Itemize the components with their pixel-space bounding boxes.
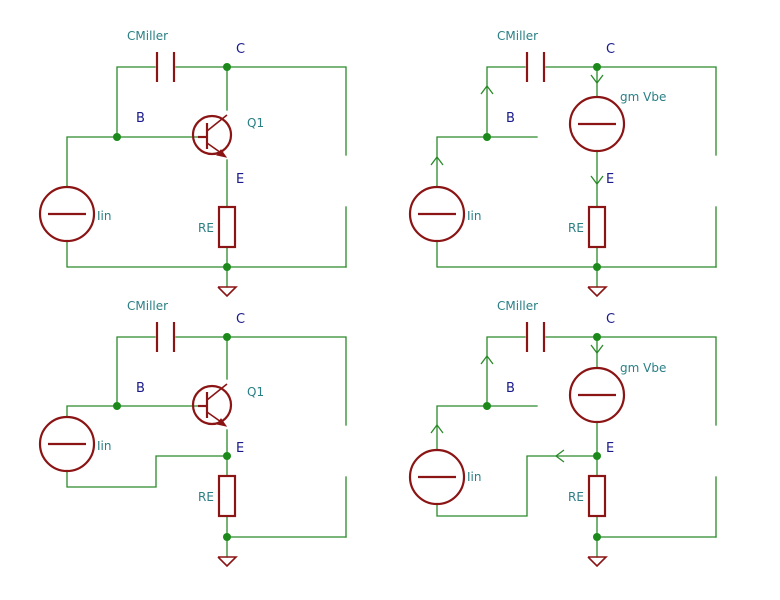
panel-bottom-right: CMiller gm Vbe Iin RE C B E <box>408 299 717 568</box>
current-source-label: Iin <box>467 470 481 484</box>
resistor-re <box>217 205 237 249</box>
node-c-label: C <box>236 312 245 327</box>
resistor-label: RE <box>198 221 214 235</box>
ground-symbol <box>587 556 608 568</box>
wires <box>66 66 347 288</box>
junction-dots <box>483 333 601 541</box>
panel-bottom-left: CMiller Q1 Iin RE C B E <box>38 299 347 568</box>
current-source-gm-vbe <box>568 95 626 153</box>
panel-top-right: CMiller gm Vbe Iin RE C B E <box>408 29 717 298</box>
current-source-gm-vbe <box>568 366 626 424</box>
resistor-label: RE <box>198 490 214 504</box>
node-e-label: E <box>606 441 614 456</box>
current-source-iin <box>38 185 96 243</box>
transistor-label: Q1 <box>247 385 264 399</box>
direction-arrows <box>430 344 604 463</box>
node-c-label: C <box>606 42 615 57</box>
direction-arrows <box>430 74 604 186</box>
capacitor-cmiller <box>155 322 176 352</box>
capacitor-cmiller <box>525 322 546 352</box>
capacitor-label: CMiller <box>497 29 538 43</box>
ground-symbol <box>217 286 238 298</box>
current-source-label: Iin <box>467 209 481 223</box>
transistor-q1 <box>191 383 233 427</box>
resistor-re <box>217 474 237 518</box>
node-e-label: E <box>606 172 614 187</box>
current-source-label: Iin <box>97 439 111 453</box>
current-source-iin <box>408 448 466 506</box>
resistor-label: RE <box>568 490 584 504</box>
ground-symbol <box>217 556 238 568</box>
resistor-re <box>587 205 607 249</box>
wires <box>66 336 347 558</box>
node-e-label: E <box>236 441 244 456</box>
current-source-iin <box>408 185 466 243</box>
junction-dots <box>483 63 601 271</box>
current-source-label: Iin <box>97 209 111 223</box>
gm-source-label: gm Vbe <box>620 361 666 375</box>
node-b-label: B <box>506 111 515 126</box>
wires <box>436 66 717 288</box>
capacitor-cmiller <box>525 52 546 82</box>
resistor-re <box>587 474 607 518</box>
capacitor-label: CMiller <box>497 299 538 313</box>
node-b-label: B <box>136 381 145 396</box>
capacitor-label: CMiller <box>127 29 168 43</box>
node-c-label: C <box>606 312 615 327</box>
node-b-label: B <box>136 111 145 126</box>
transistor-label: Q1 <box>247 116 264 130</box>
capacitor-cmiller <box>155 52 176 82</box>
panel-top-left: CMiller Q1 Iin RE C B E <box>38 29 347 298</box>
current-source-iin <box>38 415 96 473</box>
ground-symbol <box>587 286 608 298</box>
capacitor-label: CMiller <box>127 299 168 313</box>
junction-dots <box>113 63 231 271</box>
node-b-label: B <box>506 381 515 396</box>
transistor-q1 <box>191 114 233 158</box>
node-c-label: C <box>236 42 245 57</box>
gm-source-label: gm Vbe <box>620 90 666 104</box>
wires <box>436 336 717 558</box>
resistor-label: RE <box>568 221 584 235</box>
junction-dots <box>113 333 231 541</box>
node-e-label: E <box>236 172 244 187</box>
